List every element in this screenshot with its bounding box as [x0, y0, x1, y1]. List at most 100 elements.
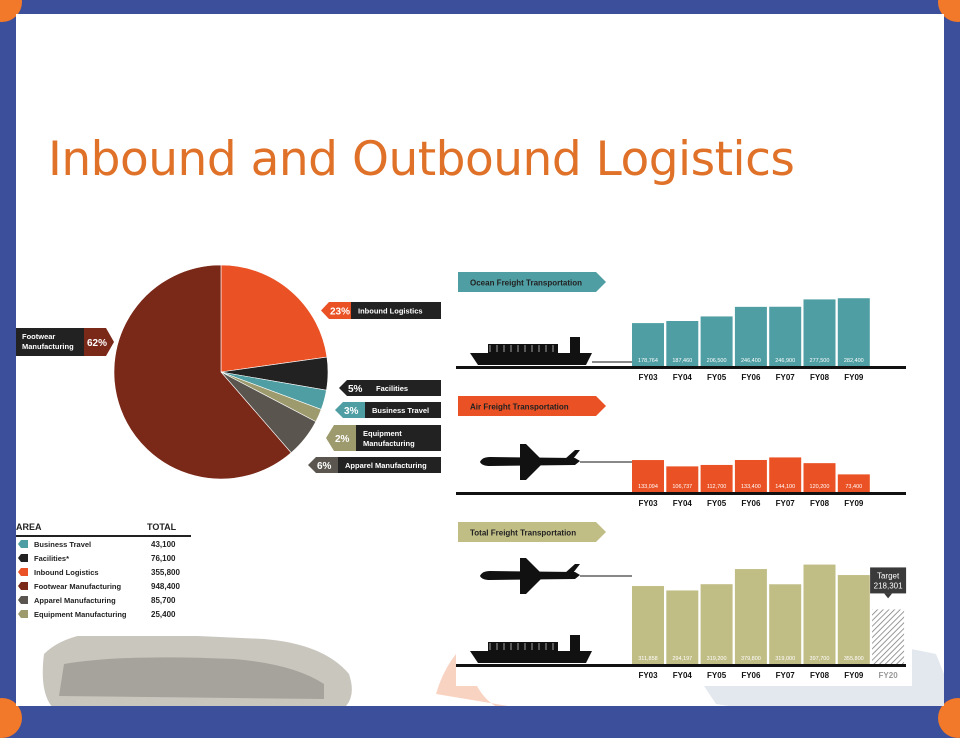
table-row-swatch	[18, 568, 28, 576]
x-tick-label: FY07	[776, 373, 796, 382]
bar-value-label: 133,400	[741, 484, 761, 490]
x-tick-label: FY03	[638, 373, 658, 382]
plane-wing	[520, 578, 542, 594]
callout-percent: 62%	[87, 338, 107, 349]
x-tick-label: FY20	[879, 671, 899, 680]
chart-title-banner	[458, 272, 606, 292]
callout-label: Apparel Manufacturing	[345, 461, 427, 470]
callout-percent-box	[335, 402, 365, 418]
x-tick-label: FY06	[741, 373, 761, 382]
bar	[666, 466, 699, 492]
table-row-area: Apparel Manufacturing	[34, 595, 116, 605]
x-tick-label: FY03	[638, 671, 658, 680]
chart-axis-line	[456, 664, 906, 667]
table-row-swatch	[18, 540, 28, 548]
callout-label: Manufacturing	[363, 439, 415, 448]
bar-value-label: 133,094	[638, 484, 658, 490]
table-header-area: AREA	[16, 522, 42, 532]
target-label-box	[870, 567, 907, 594]
callout-percent-box	[308, 457, 338, 473]
callout-label-box	[351, 302, 441, 319]
pie-slice	[220, 264, 328, 373]
chart-title: Total Freight Transportation	[470, 529, 576, 538]
bar-value-label: 144,100	[775, 484, 795, 490]
bar-value-label: 246,400	[741, 358, 761, 364]
bar-value-label: 106,737	[672, 484, 692, 490]
callout-percent: 5%	[348, 384, 363, 395]
callout-label-box	[16, 328, 84, 356]
bar	[700, 316, 733, 366]
freight-bar-charts: Ocean Freight Transportation178,764FY031…	[456, 272, 907, 680]
plane-body-icon	[480, 457, 580, 466]
bar-value-label: 187,460	[672, 358, 692, 364]
x-tick-label: FY09	[844, 373, 864, 382]
target-value: 218,301	[874, 581, 903, 590]
bar	[734, 459, 767, 492]
callout-label: Facilities	[376, 384, 408, 393]
target-label-pointer	[884, 593, 893, 599]
ship-bridge	[570, 635, 580, 651]
table-row-swatch	[18, 596, 28, 604]
bar	[734, 306, 767, 366]
bar	[632, 586, 664, 664]
bar	[632, 460, 664, 492]
bar-value-label: 73,400	[845, 484, 862, 490]
callout-percent-box	[326, 425, 356, 451]
bar-value-label: 319,200	[707, 656, 727, 662]
table-row-area: Facilities*	[34, 553, 70, 563]
callout-percent-box	[84, 328, 114, 356]
table-row-swatch	[18, 582, 28, 590]
pie-callout-facilities: 5% Facilities	[339, 380, 441, 396]
ship-cargo	[488, 642, 558, 651]
bar-value-label: 379,800	[741, 656, 761, 662]
callout-percent: 6%	[317, 461, 332, 472]
slide: Inbound and Outbound Logistics 23%Inboun…	[16, 14, 944, 706]
x-tick-label: FY08	[810, 499, 830, 508]
callout-percent-box	[321, 302, 351, 319]
ship-cargo	[488, 344, 558, 353]
x-tick-label: FY04	[673, 671, 693, 680]
x-tick-label: FY09	[844, 499, 864, 508]
page-title: Inbound and Outbound Logistics	[48, 132, 795, 187]
bar-value-label: 397,700	[810, 656, 830, 662]
target-bar	[872, 609, 905, 664]
freight-chart-ocean-freight-transportation: Ocean Freight Transportation178,764FY031…	[456, 272, 906, 382]
plane-wing	[520, 464, 542, 480]
x-tick-label: FY09	[844, 671, 864, 680]
table-row-total: 25,400	[151, 609, 176, 619]
freight-chart-air-freight-transportation: Air Freight Transportation133,094FY03106…	[456, 396, 906, 508]
table-row-total: 948,400	[151, 581, 180, 591]
bar-value-label: 294,197	[672, 656, 692, 662]
callout-percent: 23%	[330, 307, 350, 318]
pie-chart-panel: 23%Inbound Logistics 5% Facilities 3% Busine…	[16, 264, 450, 636]
chart-title: Ocean Freight Transportation	[470, 279, 582, 288]
table-row-total: 85,700	[151, 595, 176, 605]
bar	[837, 575, 870, 664]
table-header: AREA TOTAL	[16, 520, 191, 537]
chart-title-banner	[458, 396, 606, 416]
table-row: Facilities* 76,100	[16, 551, 191, 565]
callout-percent: 3%	[344, 406, 359, 417]
bar	[632, 323, 664, 366]
x-tick-label: FY04	[673, 499, 693, 508]
ship-hull-icon	[470, 651, 592, 663]
plane-body-icon	[480, 571, 580, 580]
x-tick-label: FY07	[776, 499, 796, 508]
freight-chart-total-freight-transportation: Total Freight Transportation311,858FY032…	[456, 522, 907, 680]
bar	[769, 584, 802, 664]
callout-label: Business Travel	[372, 406, 429, 415]
pie-callout-inbound-logistics: 23%Inbound Logistics	[321, 302, 441, 319]
table-row-area: Footwear Manufacturing	[34, 581, 122, 591]
table-row-total: 43,100	[151, 539, 176, 549]
table-row-total: 76,100	[151, 553, 176, 563]
x-tick-label: FY08	[810, 671, 830, 680]
callout-percent-box	[339, 380, 369, 396]
x-tick-label: FY06	[741, 671, 761, 680]
chart-title-banner	[458, 522, 606, 542]
